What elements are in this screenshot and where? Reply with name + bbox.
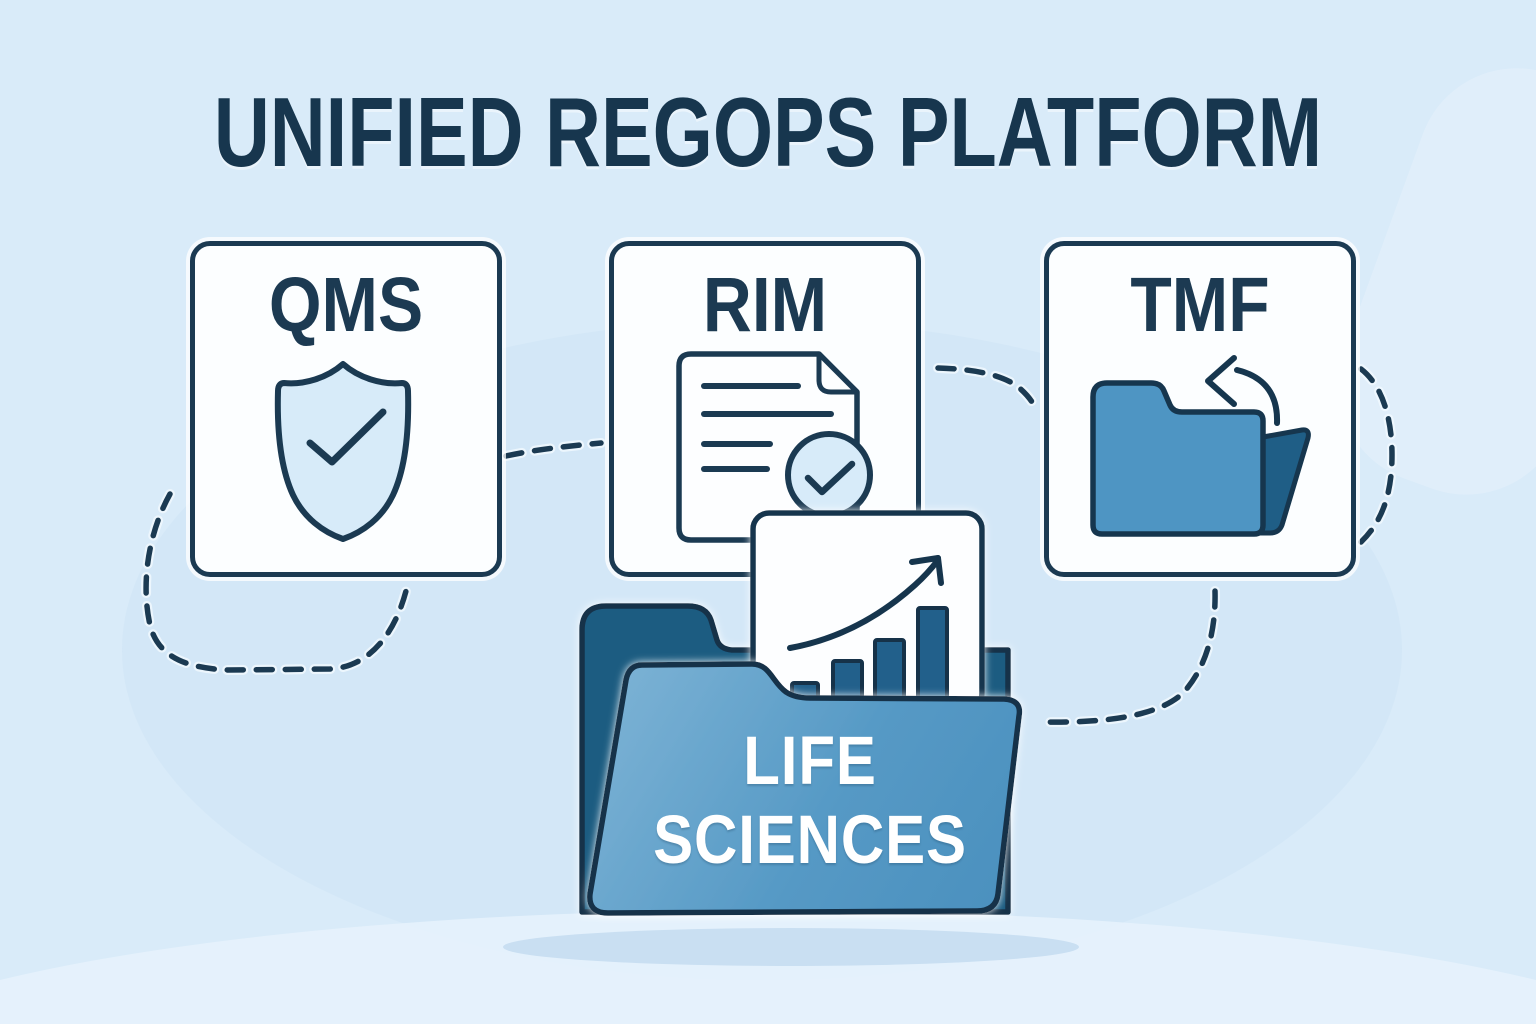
folder-label-line1: LIFE <box>743 722 877 799</box>
check-circle <box>785 431 873 519</box>
connector-rim-to-tmf <box>935 365 1040 414</box>
shield-check-icon <box>274 361 412 542</box>
folder-label: LIFE SCIENCES <box>593 721 1028 879</box>
chart-bar-4 <box>916 606 949 709</box>
qms-card: QMS <box>190 241 502 577</box>
chart-bar-3 <box>873 638 906 709</box>
return-arrow-head <box>1205 355 1237 407</box>
connector-tmf-to-folder <box>1040 588 1218 725</box>
chart-bar-1 <box>790 681 820 709</box>
connector-tmf-right-loop <box>1358 366 1395 545</box>
chart-bars <box>790 606 949 709</box>
folder-ground-shadow <box>503 928 1079 966</box>
rim-card: RIM <box>609 241 921 577</box>
folder-body <box>1090 380 1266 537</box>
chart-bar-2 <box>831 659 864 709</box>
folder-label-line2: SCIENCES <box>653 801 967 878</box>
document-check-icon <box>676 351 873 543</box>
connector-qms-to-rim <box>503 440 604 459</box>
document-fold-corner <box>816 351 860 395</box>
page-title: UNIFIED REGOPS PLATFORM <box>213 77 1323 187</box>
background-ground-glow <box>0 910 1536 1024</box>
folder-open-return-icon <box>1090 355 1311 537</box>
tmf-card: TMF <box>1044 241 1356 577</box>
